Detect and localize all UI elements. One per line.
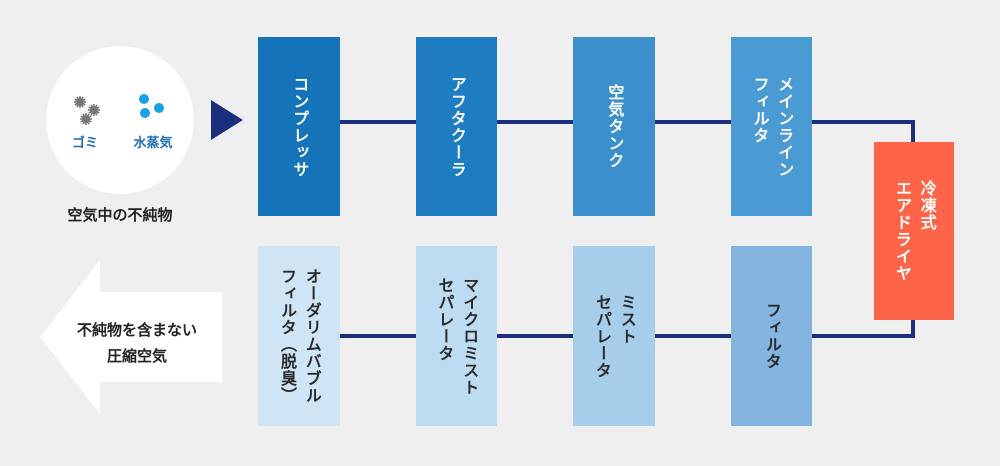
output-text: 不純物を含まない 圧縮空気 [52, 317, 222, 369]
output-line-2: 圧縮空気 [106, 347, 167, 365]
impurities-circle [46, 46, 194, 194]
vapor-droplet-icon [154, 103, 164, 113]
compressor-label: コンプレッサ [290, 75, 310, 178]
vapor-droplet-icon [140, 108, 150, 118]
impurities-caption: 空気中の不純物 [67, 206, 173, 224]
dust-particle-icon [80, 113, 92, 125]
dust-label: ゴミ [71, 136, 98, 151]
dust-icon [74, 94, 164, 125]
air-tank-label: 空気タンク [605, 84, 625, 169]
micro-mist-separator-label: マイクロミスト セパレータ [435, 276, 480, 396]
output-line-1: 不純物を含まない [76, 321, 197, 339]
refrigerated-dryer-box: 冷凍式 エアドライヤ [874, 142, 954, 320]
filter-box: フィルタ [731, 246, 812, 426]
aftercooler-label: アフタクーラ [447, 75, 467, 178]
mist-separator-label: ミスト セパレータ [593, 293, 637, 379]
main-line-filter-box: メインライン フィルタ [731, 37, 812, 216]
odor-removal-filter-label: オーダリムバブル フィルタ（脱臭） [278, 268, 322, 404]
pipe-bottom [300, 320, 915, 338]
vapor-label: 水蒸気 [133, 136, 173, 151]
vapor-droplet-icon [139, 94, 149, 104]
pipe-top [300, 120, 915, 142]
odor-removal-filter-box: オーダリムバブル フィルタ（脱臭） [258, 246, 340, 426]
micro-mist-separator-box: マイクロミスト セパレータ [416, 246, 497, 426]
mist-separator-box: ミスト セパレータ [573, 246, 655, 426]
filter-label: フィルタ [762, 302, 782, 370]
dust-particle-icon [74, 96, 86, 108]
air-tank-box: 空気タンク [573, 37, 655, 216]
main-line-filter-label: メインライン フィルタ [750, 75, 795, 178]
dust-particle-icon [88, 104, 100, 116]
vapor-icon [139, 94, 164, 118]
compressor-box: コンプレッサ [258, 37, 340, 216]
output-arrow-icon [40, 260, 222, 414]
refrigerated-dryer-label: 冷凍式 エアドライヤ [893, 180, 937, 282]
aftercooler-box: アフタクーラ [416, 37, 497, 216]
entry-arrow-icon [211, 100, 243, 140]
